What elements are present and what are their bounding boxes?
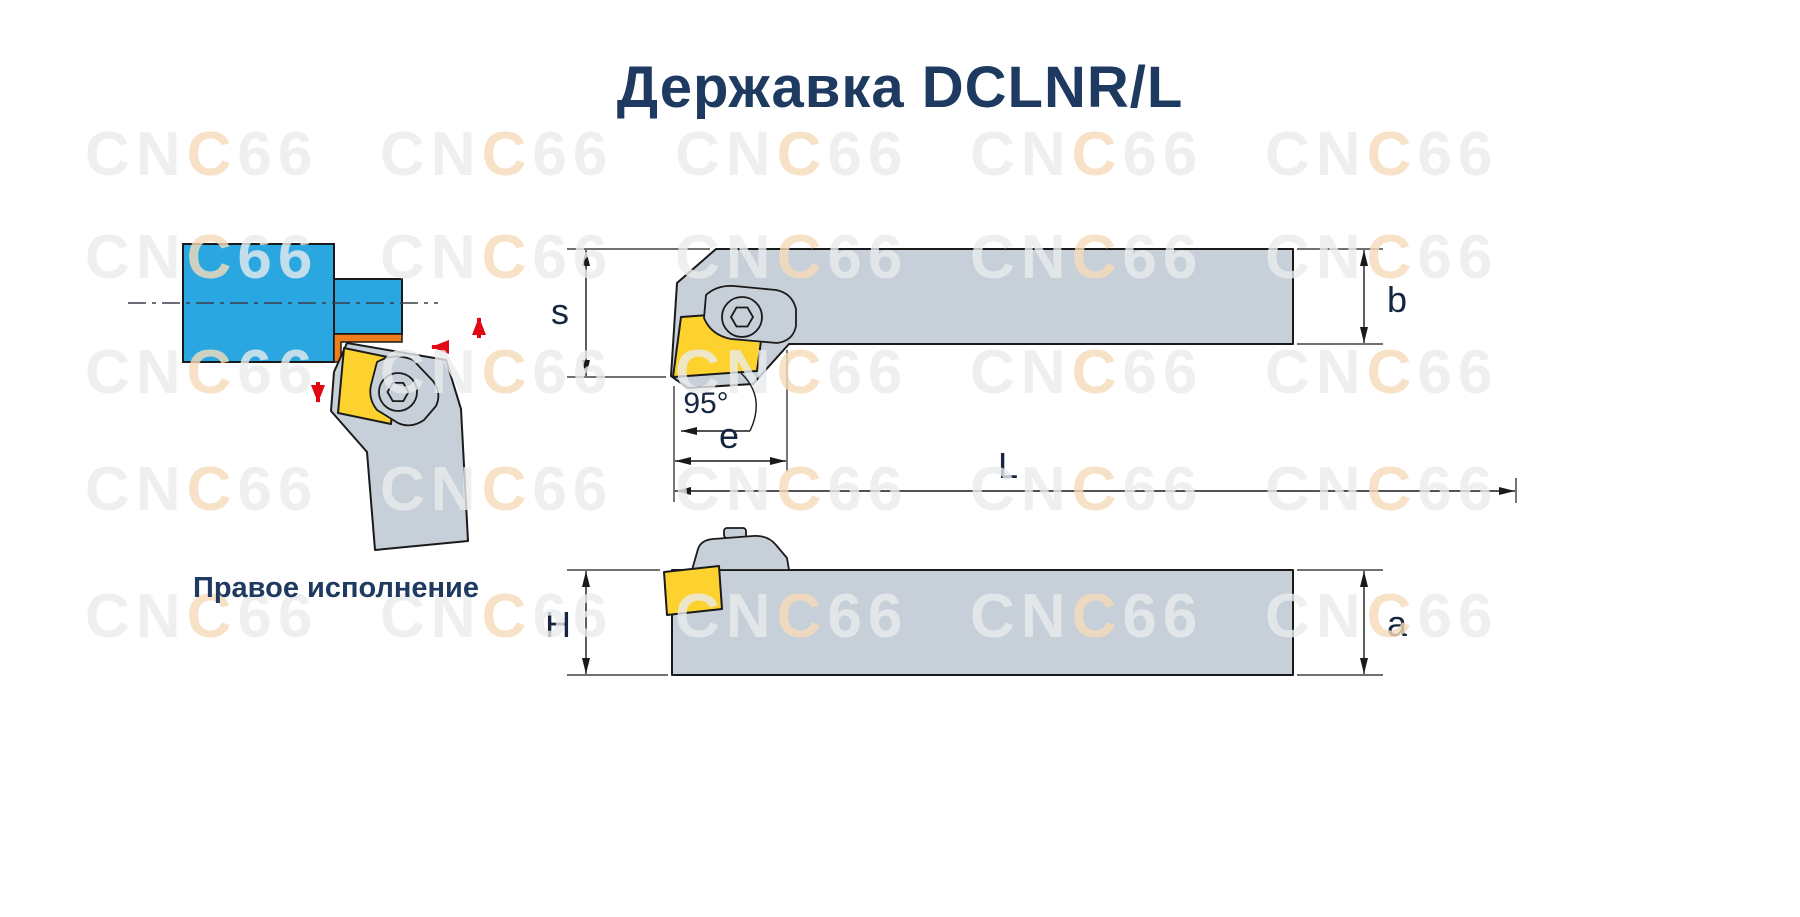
dimensions: s b 95° e L H (545, 248, 1517, 676)
machined-surface (333, 333, 403, 363)
dim-label-a: a (1387, 603, 1408, 644)
hex-socket-icon-left (386, 381, 410, 403)
holder-body-top-view (670, 248, 1294, 389)
clamp-screw-top-view (721, 296, 763, 338)
holder-body-side-view (671, 569, 1294, 676)
workpiece-turned-diameter (333, 278, 403, 335)
cutting-insert-side-view (663, 565, 723, 616)
insert-clamp-side-view (691, 535, 790, 571)
dim-label-H: H (545, 604, 571, 645)
dim-label-L: L (998, 445, 1018, 486)
top-view (670, 248, 1294, 389)
dim-label-e: e (719, 415, 739, 456)
machining-illustration (128, 243, 486, 551)
dim-label-s: s (551, 291, 569, 332)
hex-socket-icon-top-view (729, 306, 755, 328)
page-title: Державка DCLNR/L (616, 55, 1184, 120)
angle-arc (740, 372, 757, 432)
dim-label-angle: 95° (683, 387, 728, 420)
side-view (663, 527, 1294, 676)
clamp-screw-left (378, 372, 418, 412)
left-view-caption: Правое исполнение (192, 572, 480, 604)
dim-label-b: b (1387, 279, 1407, 320)
